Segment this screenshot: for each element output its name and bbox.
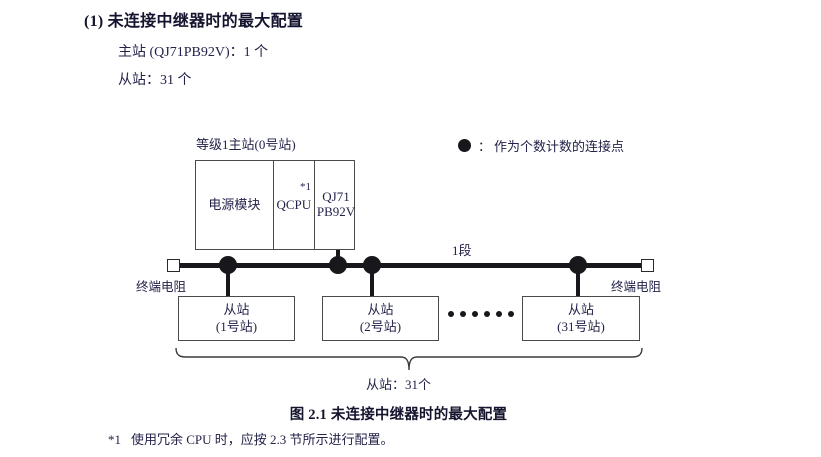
drop-line-slave-2 <box>370 265 374 297</box>
module-qcpu-label: QCPU <box>276 196 312 212</box>
section-heading: (1)未连接中继器时的最大配置 <box>84 7 303 31</box>
terminator-right-icon <box>641 259 654 272</box>
master-module-rack: 电源模块 QCPU *1 QJ71 PB92V <box>195 160 355 250</box>
ellipsis-indicator <box>448 311 514 317</box>
drop-line-slave-31 <box>576 265 580 297</box>
ellipsis-dot <box>460 311 466 317</box>
slave-group-brace <box>172 347 646 374</box>
trunk-bus-line <box>178 263 642 268</box>
slave-station-number-31: (31号站) <box>557 318 605 334</box>
segment-label: 1段 <box>452 243 472 258</box>
filled-circle-icon <box>458 139 471 152</box>
figure-caption: 图 2.1 未连接中继器时的最大配置 <box>0 403 821 424</box>
connection-dot-master <box>329 256 347 274</box>
legend: ： 作为个数计数的连接点 <box>458 136 624 155</box>
module-qj71pb92v: QJ71 PB92V <box>314 161 356 249</box>
module-power-supply-label: 电源模块 <box>208 196 261 212</box>
legend-label: 作为个数计数的连接点 <box>494 139 625 154</box>
slave-station-number-1: (1号站) <box>215 318 258 334</box>
figure-caption-text: 图 2.1 未连接中继器时的最大配置 <box>289 407 508 423</box>
module-qj71pb92v-line1: QJ71 <box>322 189 350 205</box>
connection-dot-slave-31 <box>569 256 587 274</box>
ellipsis-dot <box>496 311 502 317</box>
terminator-left-icon <box>167 259 180 272</box>
slave-total-text: 从站：31个 <box>365 377 431 392</box>
footnote-text: 使用冗余 CPU 时，应按 2.3 节所示进行配置。 <box>131 432 394 447</box>
slave-station-number-2: (2号站) <box>359 318 402 334</box>
ellipsis-dot <box>484 311 490 317</box>
slave-total-label: 从站：31个 <box>0 374 821 393</box>
section-number: (1) <box>84 13 104 30</box>
master-station-label: 等级1主站(0号站) <box>196 137 296 152</box>
footnote-mark: *1 <box>108 432 121 447</box>
slave-station-box-31: 从站 (31号站) <box>522 296 640 341</box>
slave-station-title-31: 从站 <box>567 301 594 317</box>
slave-station-box-1: 从站 (1号站) <box>178 296 295 341</box>
footnote-marker: *1 <box>300 181 311 193</box>
ellipsis-dot <box>508 311 514 317</box>
legend-colon: ： <box>478 139 492 154</box>
section-title: 未连接中继器时的最大配置 <box>107 13 304 30</box>
connection-dot-slave-2 <box>363 256 381 274</box>
spec-slave-count: 从站：31 个 <box>118 73 192 88</box>
module-power-supply: 电源模块 <box>196 161 273 249</box>
module-qcpu: QCPU *1 <box>272 161 314 249</box>
drop-line-slave-1 <box>226 265 230 297</box>
slave-station-title-2: 从站 <box>367 301 394 317</box>
spec-master-count: 主站 (QJ71PB92V)：1 个 <box>118 45 269 60</box>
terminator-right-label: 终端电阻 <box>611 280 662 294</box>
terminator-left-label: 终端电阻 <box>136 280 187 294</box>
connection-dot-slave-1 <box>219 256 237 274</box>
ellipsis-dot <box>448 311 454 317</box>
module-qj71pb92v-line2: PB92V <box>316 204 356 219</box>
footnote: *1 使用冗余 CPU 时，应按 2.3 节所示进行配置。 <box>108 429 394 448</box>
slave-station-box-2: 从站 (2号站) <box>322 296 439 341</box>
ellipsis-dot <box>472 311 478 317</box>
slave-station-title-1: 从站 <box>223 301 250 317</box>
